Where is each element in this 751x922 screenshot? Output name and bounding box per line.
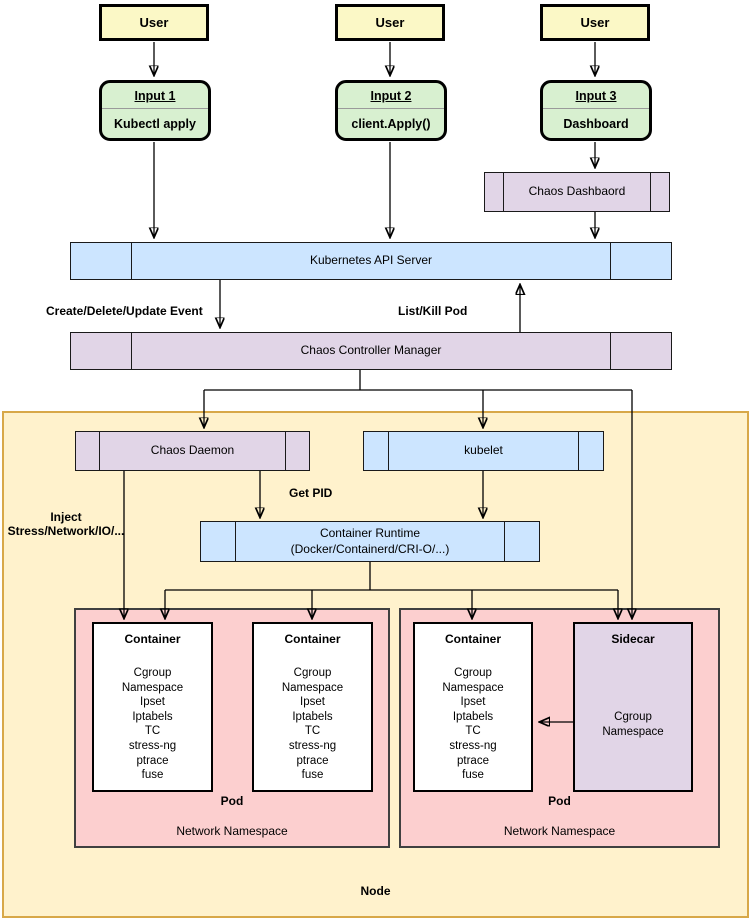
controller-manager-bar: Chaos Controller Manager: [70, 332, 672, 370]
api-server-bar: Kubernetes API Server: [70, 242, 672, 280]
edge-label-list-kill-pod: List/Kill Pod: [398, 304, 468, 318]
edge-label-get-pid: Get PID: [289, 486, 333, 500]
capability-item: TC: [304, 725, 321, 738]
container-runtime-bar: Container Runtime (Docker/Containerd/CRI…: [200, 521, 540, 562]
capability-item: Ipset: [460, 696, 486, 709]
pod-label-1: Pod: [220, 794, 244, 808]
user-box-1: User: [99, 4, 209, 41]
user-label: User: [139, 15, 169, 30]
inject-line2: Stress/Network/IO/...: [7, 524, 125, 538]
capability-item: TC: [144, 725, 161, 738]
capability-item: stress-ng: [449, 739, 497, 752]
network-namespace-label-1: Network Namespace: [176, 824, 288, 838]
input-label: Kubectl apply: [114, 117, 196, 131]
capability-item: stress-ng: [128, 739, 177, 752]
capability-item: fuse: [301, 769, 324, 782]
container-runtime-label: Container Runtime (Docker/Containerd/CRI…: [291, 526, 450, 557]
capability-item: Iptabels: [292, 710, 333, 723]
capability-item: Cgroup: [614, 711, 652, 723]
chaos-dashboard-label: Chaos Dashbaord: [528, 184, 626, 199]
capability-item: ptrace: [457, 754, 489, 767]
network-namespace-label-2: Network Namespace: [503, 824, 616, 838]
divider: [543, 108, 649, 109]
capability-item: Iptabels: [132, 710, 173, 723]
capability-item: ptrace: [136, 754, 169, 767]
input-label: client.Apply(): [351, 117, 431, 131]
pod-label-2: Pod: [548, 794, 571, 808]
capability-item: Cgroup: [293, 667, 332, 679]
capability-item: TC: [465, 725, 481, 738]
input-box-kubectl: Input 1 Kubectl apply: [99, 80, 211, 141]
container-runtime-line1: Container Runtime: [319, 525, 421, 540]
capability-item: Cgroup: [454, 667, 492, 679]
input-label: Dashboard: [563, 117, 629, 131]
capability-item: Ipset: [300, 696, 325, 709]
container-title: Container: [444, 632, 501, 646]
divider: [338, 108, 444, 109]
user-box-2: User: [335, 4, 445, 41]
container-title: Container: [284, 632, 341, 646]
capability-item: Namespace: [602, 725, 664, 738]
input-title: Input 1: [134, 89, 176, 103]
capability-item: ptrace: [296, 754, 329, 767]
api-server-label: Kubernetes API Server: [309, 253, 433, 268]
capability-item: stress-ng: [288, 739, 337, 752]
edge-label-create-delete-update: Create/Delete/Update Event: [46, 304, 203, 318]
capability-item: fuse: [141, 769, 164, 782]
container-runtime-line2: (Docker/Containerd/CRI-O/...): [290, 541, 450, 556]
kubelet-bar: kubelet: [363, 431, 604, 471]
capability-item: Iptabels: [452, 710, 494, 723]
edge-label-inject: Inject Stress/Network/IO/...: [0, 510, 132, 538]
capability-item: Ipset: [140, 696, 165, 709]
capability-item: Cgroup: [133, 667, 172, 679]
input-box-dashboard: Input 3 Dashboard: [540, 80, 652, 141]
controller-manager-label: Chaos Controller Manager: [300, 343, 442, 358]
inject-line1: Inject: [50, 510, 82, 524]
kubelet-label: kubelet: [464, 443, 503, 458]
input-title: Input 3: [575, 89, 617, 103]
user-label: User: [375, 15, 405, 30]
user-box-3: User: [540, 4, 650, 41]
chaos-daemon-bar: Chaos Daemon: [75, 431, 310, 471]
chaos-daemon-label: Chaos Daemon: [150, 443, 235, 458]
capability-item: Namespace: [121, 681, 184, 694]
capability-item: fuse: [462, 769, 484, 782]
sidecar-title: Sidecar: [611, 632, 655, 646]
node-label: Node: [360, 884, 391, 898]
chaos-dashboard-bar: Chaos Dashbaord: [484, 172, 670, 212]
user-label: User: [580, 15, 610, 30]
divider: [102, 108, 208, 109]
input-title: Input 2: [370, 89, 412, 103]
input-box-client-apply: Input 2 client.Apply(): [335, 80, 447, 141]
container-title: Container: [124, 632, 181, 646]
capability-item: Namespace: [281, 681, 344, 694]
capability-item: Namespace: [442, 681, 504, 694]
